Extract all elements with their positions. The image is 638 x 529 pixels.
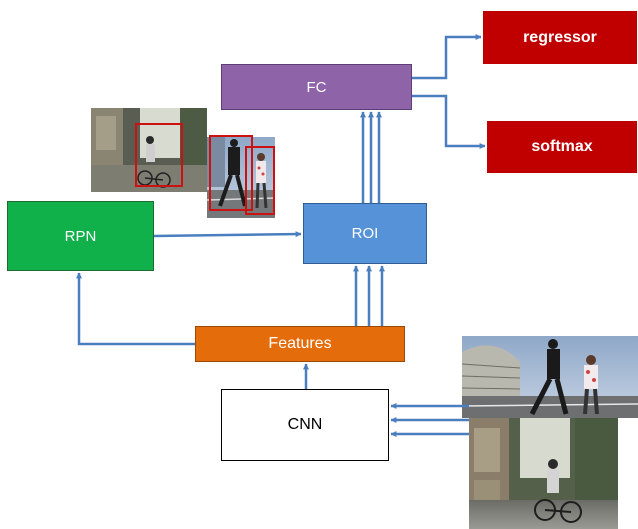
arrow-features-to-rpn [76,272,195,346]
fc-label: FC [306,78,327,96]
input-photo-back [469,418,618,529]
arrow-fc-to-softmax [412,94,486,149]
fc-box: FC [221,64,412,110]
detections-photo [91,108,276,218]
roi-label: ROI [351,225,379,242]
regressor-box: regressor [483,11,637,64]
regressor-label: regressor [523,28,597,46]
detection-box-adult [209,135,253,211]
rpn-label: RPN [64,227,97,245]
cnn-box: CNN [221,389,389,461]
arrow-fc-to-regressor [412,34,482,80]
softmax-box: softmax [487,121,637,173]
input-photo-front [461,336,638,418]
roi-box: ROI [303,203,427,264]
features-box: Features [195,326,405,362]
rpn-box: RPN [7,201,154,271]
detection-box-child [245,146,275,215]
detection-box-cyclist [135,123,183,187]
cnn-label: CNN [287,416,323,433]
features-label: Features [268,335,332,352]
arrow-rpn-to-roi [153,231,302,238]
softmax-label: softmax [531,138,593,155]
